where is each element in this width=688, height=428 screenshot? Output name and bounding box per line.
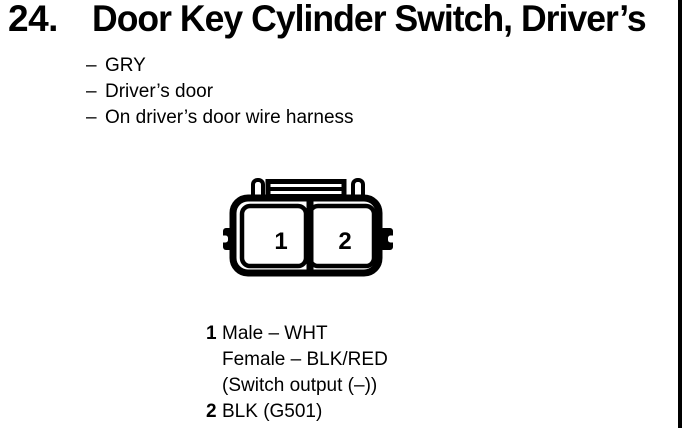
- spec-item: – GRY: [86, 53, 354, 79]
- dash-bullet: –: [86, 81, 97, 102]
- pin-description-line: Male – WHT: [222, 323, 328, 344]
- spec-item: – On driver’s door wire harness: [86, 105, 354, 131]
- pin-legend-item: 2 BLK (G501): [206, 399, 388, 425]
- connector-cavity-1: [239, 203, 309, 269]
- pin-description-line: (Switch output (–)): [222, 375, 378, 396]
- pin-description-line: Female – BLK/RED: [222, 349, 388, 370]
- pin-number: 2: [206, 401, 217, 422]
- pin-legend: 1 Male – WHT Female – BLK/RED (Switch ou…: [206, 321, 388, 425]
- connector-side-notch-left: [219, 235, 228, 243]
- dash-bullet: –: [86, 107, 97, 128]
- pin-description: BLK (G501): [222, 399, 322, 425]
- section-number: 24.: [8, 0, 58, 39]
- pin-1-label: 1: [274, 228, 287, 255]
- spec-list: – GRY – Driver’s door – On driver’s door…: [86, 53, 354, 131]
- connector-cavity-2: [307, 203, 377, 269]
- connector-diagram: 1 2: [219, 178, 397, 277]
- dash-bullet: –: [86, 55, 97, 76]
- page-title: Door Key Cylinder Switch, Driver’s: [92, 0, 647, 39]
- spec-text: Driver’s door: [105, 81, 214, 102]
- pin-description: Male – WHT Female – BLK/RED (Switch outp…: [222, 321, 388, 399]
- pin-description-line: BLK (G501): [222, 401, 323, 422]
- pin-number: 1: [206, 323, 217, 344]
- spec-text: On driver’s door wire harness: [105, 107, 354, 128]
- spec-text: GRY: [105, 55, 146, 76]
- page-edge-rule: [678, 0, 682, 428]
- pin-legend-item: 1 Male – WHT Female – BLK/RED (Switch ou…: [206, 321, 388, 399]
- spec-item: – Driver’s door: [86, 79, 354, 105]
- connector-side-tab-right: [380, 228, 393, 250]
- pin-2-label: 2: [338, 228, 351, 255]
- connector-side-notch-right: [388, 235, 397, 243]
